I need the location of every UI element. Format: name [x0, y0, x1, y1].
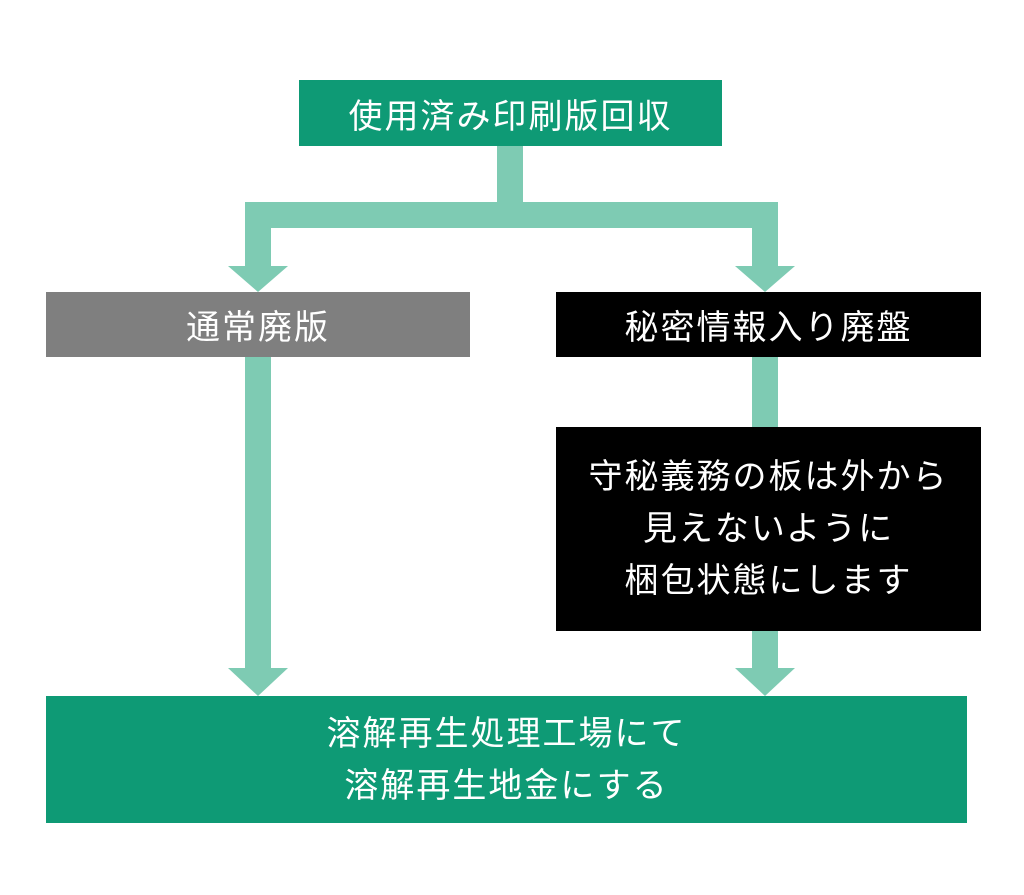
- node-line: 溶解再生地金にする: [344, 765, 669, 806]
- connector-right-to-middle: [752, 357, 778, 427]
- arrow-left-to-bottom: [228, 668, 288, 696]
- connector-left-drop: [245, 228, 271, 268]
- connector-horizontal-bar: [245, 202, 778, 228]
- node-confidential-packaging: 守秘義務の板は外から 見えないように 梱包状態にします: [556, 427, 981, 631]
- node-line: 見えないように: [642, 509, 895, 549]
- node-used-plate-collection: 使用済み印刷版回収: [299, 80, 722, 146]
- node-line: 梱包状態にします: [624, 561, 913, 601]
- node-normal-waste-plate: 通常廃版: [46, 292, 470, 357]
- arrow-middle-to-bottom: [735, 668, 795, 696]
- node-line: 溶解再生処理工場にて: [326, 713, 687, 754]
- node-melting-recycling: 溶解再生処理工場にて 溶解再生地金にする: [46, 696, 967, 823]
- node-label: 秘密情報入り廃盤: [624, 308, 913, 348]
- connector-top-stem: [497, 146, 523, 202]
- node-label: 通常廃版: [186, 308, 330, 348]
- arrow-to-left-box: [228, 266, 288, 292]
- connector-middle-to-bottom: [752, 631, 778, 670]
- node-label: 使用済み印刷版回収: [348, 96, 673, 137]
- connector-left-to-bottom: [245, 357, 271, 670]
- arrow-to-right-box: [735, 266, 795, 292]
- node-confidential-waste-plate: 秘密情報入り廃盤: [556, 292, 981, 357]
- node-line: 守秘義務の板は外から: [588, 457, 949, 497]
- connector-right-drop: [752, 228, 778, 268]
